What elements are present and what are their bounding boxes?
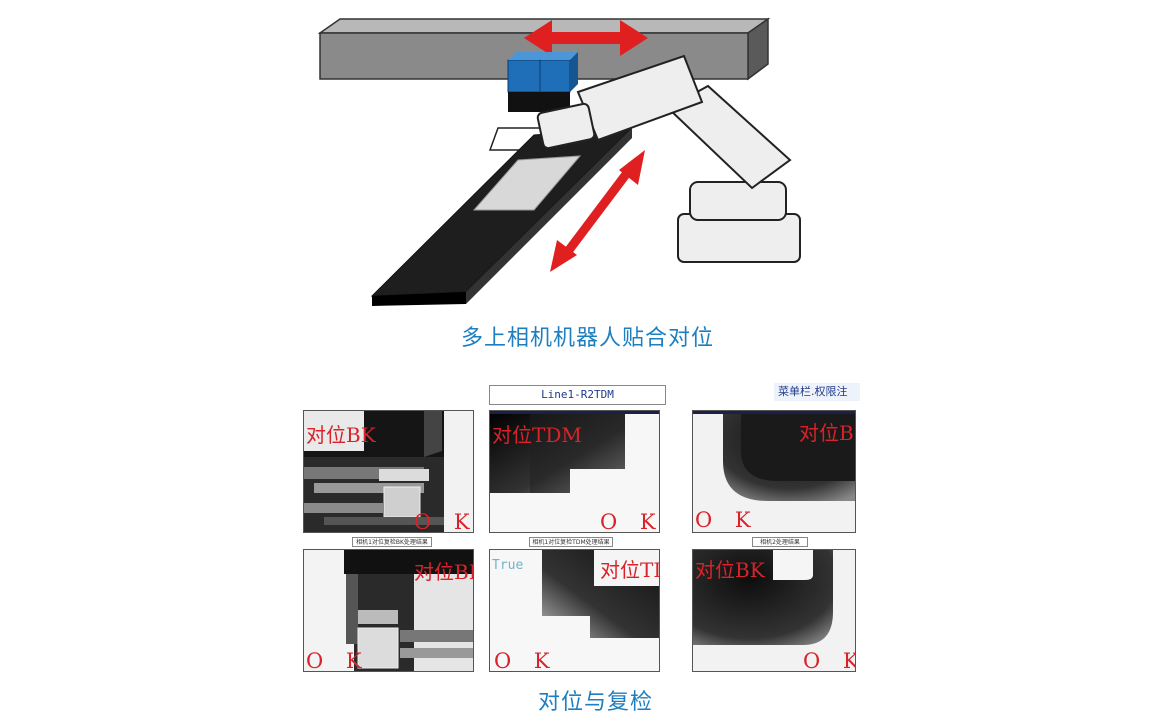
caption-robot-bonding: 多上相机机器人贴合对位 [461, 326, 715, 351]
caption-alignment-recheck: 对位与复检 [538, 690, 654, 715]
panel-4-status: O K [306, 649, 370, 672]
panel-4-label: 对位BK [414, 560, 473, 584]
line-title-box: Line1-R2TDM [489, 385, 666, 405]
conveyor-strip [370, 127, 634, 306]
inspection-panel-4: 对位BK O K [303, 549, 474, 672]
robot-bonding-illustration [317, 17, 801, 306]
panel-2-caption: 相机1对位复检TDM处理结果 [529, 537, 613, 547]
inspection-panel-2: 对位TDM O K [489, 410, 660, 533]
camera-icon [507, 52, 578, 112]
panel-2-status: O K [600, 510, 660, 533]
diagonal-motion-arrow [550, 150, 645, 272]
panel-3-status: O K [695, 508, 759, 532]
inspection-panel-1: 对位BK O K [303, 410, 474, 533]
inspection-panel-3: 对位BK O K [692, 410, 856, 533]
panel-1-label: 对位BK [306, 423, 376, 447]
horizontal-motion-arrow [524, 20, 648, 56]
menu-bar-title: 菜单栏.权限注 [774, 383, 860, 401]
panel-5-status: O K [494, 649, 558, 672]
panel-5-extra: True [492, 558, 524, 573]
panel-6-label: 对位BK [695, 558, 765, 582]
panel-3-caption: 相机2处理结果 [752, 537, 808, 547]
panel-1-status: O K [414, 510, 474, 533]
robot-arm [536, 54, 801, 263]
inspection-panel-5: True 对位TDM O K [489, 549, 660, 672]
panel-2-label: 对位TDM [492, 423, 582, 447]
panel-5-label: 对位TDM [600, 558, 659, 582]
inspection-panel-6: 对位BK O K [692, 549, 856, 672]
panel-1-caption: 相机1对位复检BK处理结果 [352, 537, 432, 547]
panel-6-status: O K [803, 649, 855, 672]
panel-3-label: 对位BK [799, 421, 855, 445]
